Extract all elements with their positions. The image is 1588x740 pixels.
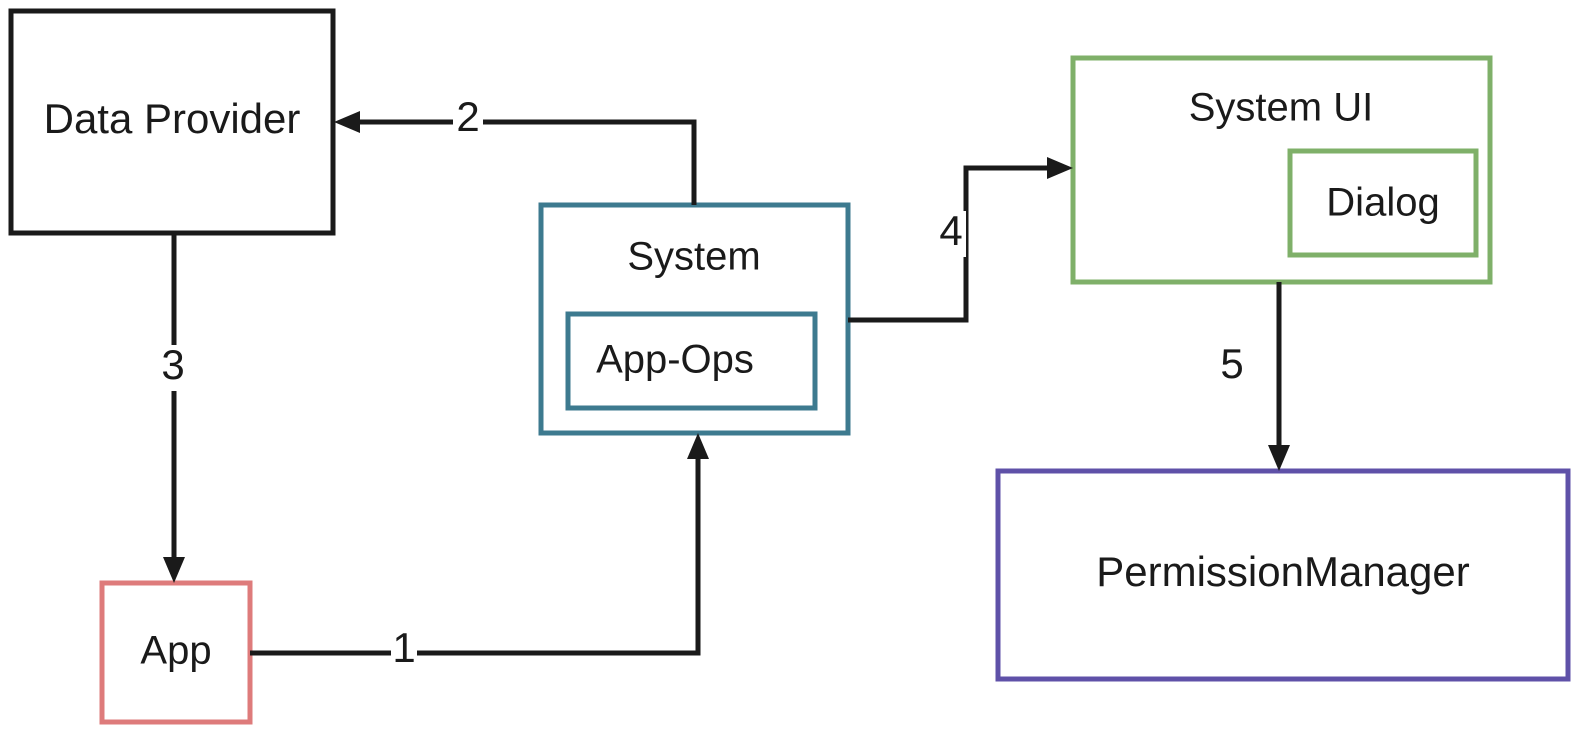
- edge-5-system-ui-to-permission-manager[interactable]: 5: [1217, 282, 1290, 471]
- edge-1-label-backdrop: [391, 629, 417, 673]
- app-ops-label: App-Ops: [596, 338, 754, 382]
- edge-3-data-provider-to-app[interactable]: 3: [158, 233, 188, 583]
- edge-1-label: 1: [392, 624, 415, 671]
- node-app[interactable]: App: [99, 580, 253, 725]
- edge-2-label-backdrop: [453, 97, 483, 143]
- dialog-label: Dialog: [1326, 181, 1439, 225]
- edge-4-label-backdrop: [936, 211, 966, 257]
- edge-4-arrowhead: [1047, 157, 1073, 179]
- dialog-box[interactable]: [1287, 148, 1479, 258]
- edge-4-system-to-system-ui[interactable]: 4: [848, 157, 1073, 323]
- data-provider-box[interactable]: [8, 8, 336, 236]
- app-label: App: [140, 629, 211, 673]
- edge-2-line: [347, 119, 697, 205]
- system-label: System: [627, 235, 760, 279]
- edge-2-system-to-data-provider[interactable]: 2: [334, 93, 697, 205]
- edge-3-label-backdrop: [158, 345, 188, 391]
- permission-manager-box[interactable]: [995, 468, 1571, 682]
- edge-1-arrowhead: [687, 433, 709, 459]
- edge-1-line: [250, 445, 701, 656]
- node-permission-manager[interactable]: PermissionManager: [995, 468, 1571, 682]
- edge-3-label: 3: [161, 341, 184, 388]
- edge-5-label: 5: [1220, 340, 1243, 387]
- edge-2-label: 2: [456, 93, 479, 140]
- app-ops-box[interactable]: [565, 311, 818, 411]
- app-box[interactable]: [99, 580, 253, 725]
- node-app-ops[interactable]: App-Ops: [565, 311, 818, 411]
- edge-5-arrowhead: [1268, 445, 1290, 471]
- node-data-provider[interactable]: Data Provider: [8, 8, 336, 236]
- edge-1-app-to-system[interactable]: 1: [250, 433, 709, 673]
- data-provider-label: Data Provider: [44, 95, 301, 142]
- edge-4-label: 4: [939, 207, 962, 254]
- edge-2-arrowhead: [334, 111, 360, 133]
- permission-manager-label: PermissionManager: [1096, 548, 1470, 595]
- edge-3-arrowhead: [163, 557, 185, 583]
- node-dialog[interactable]: Dialog: [1287, 148, 1479, 258]
- edge-5-label-backdrop: [1217, 344, 1247, 390]
- system-ui-label: System UI: [1189, 86, 1373, 130]
